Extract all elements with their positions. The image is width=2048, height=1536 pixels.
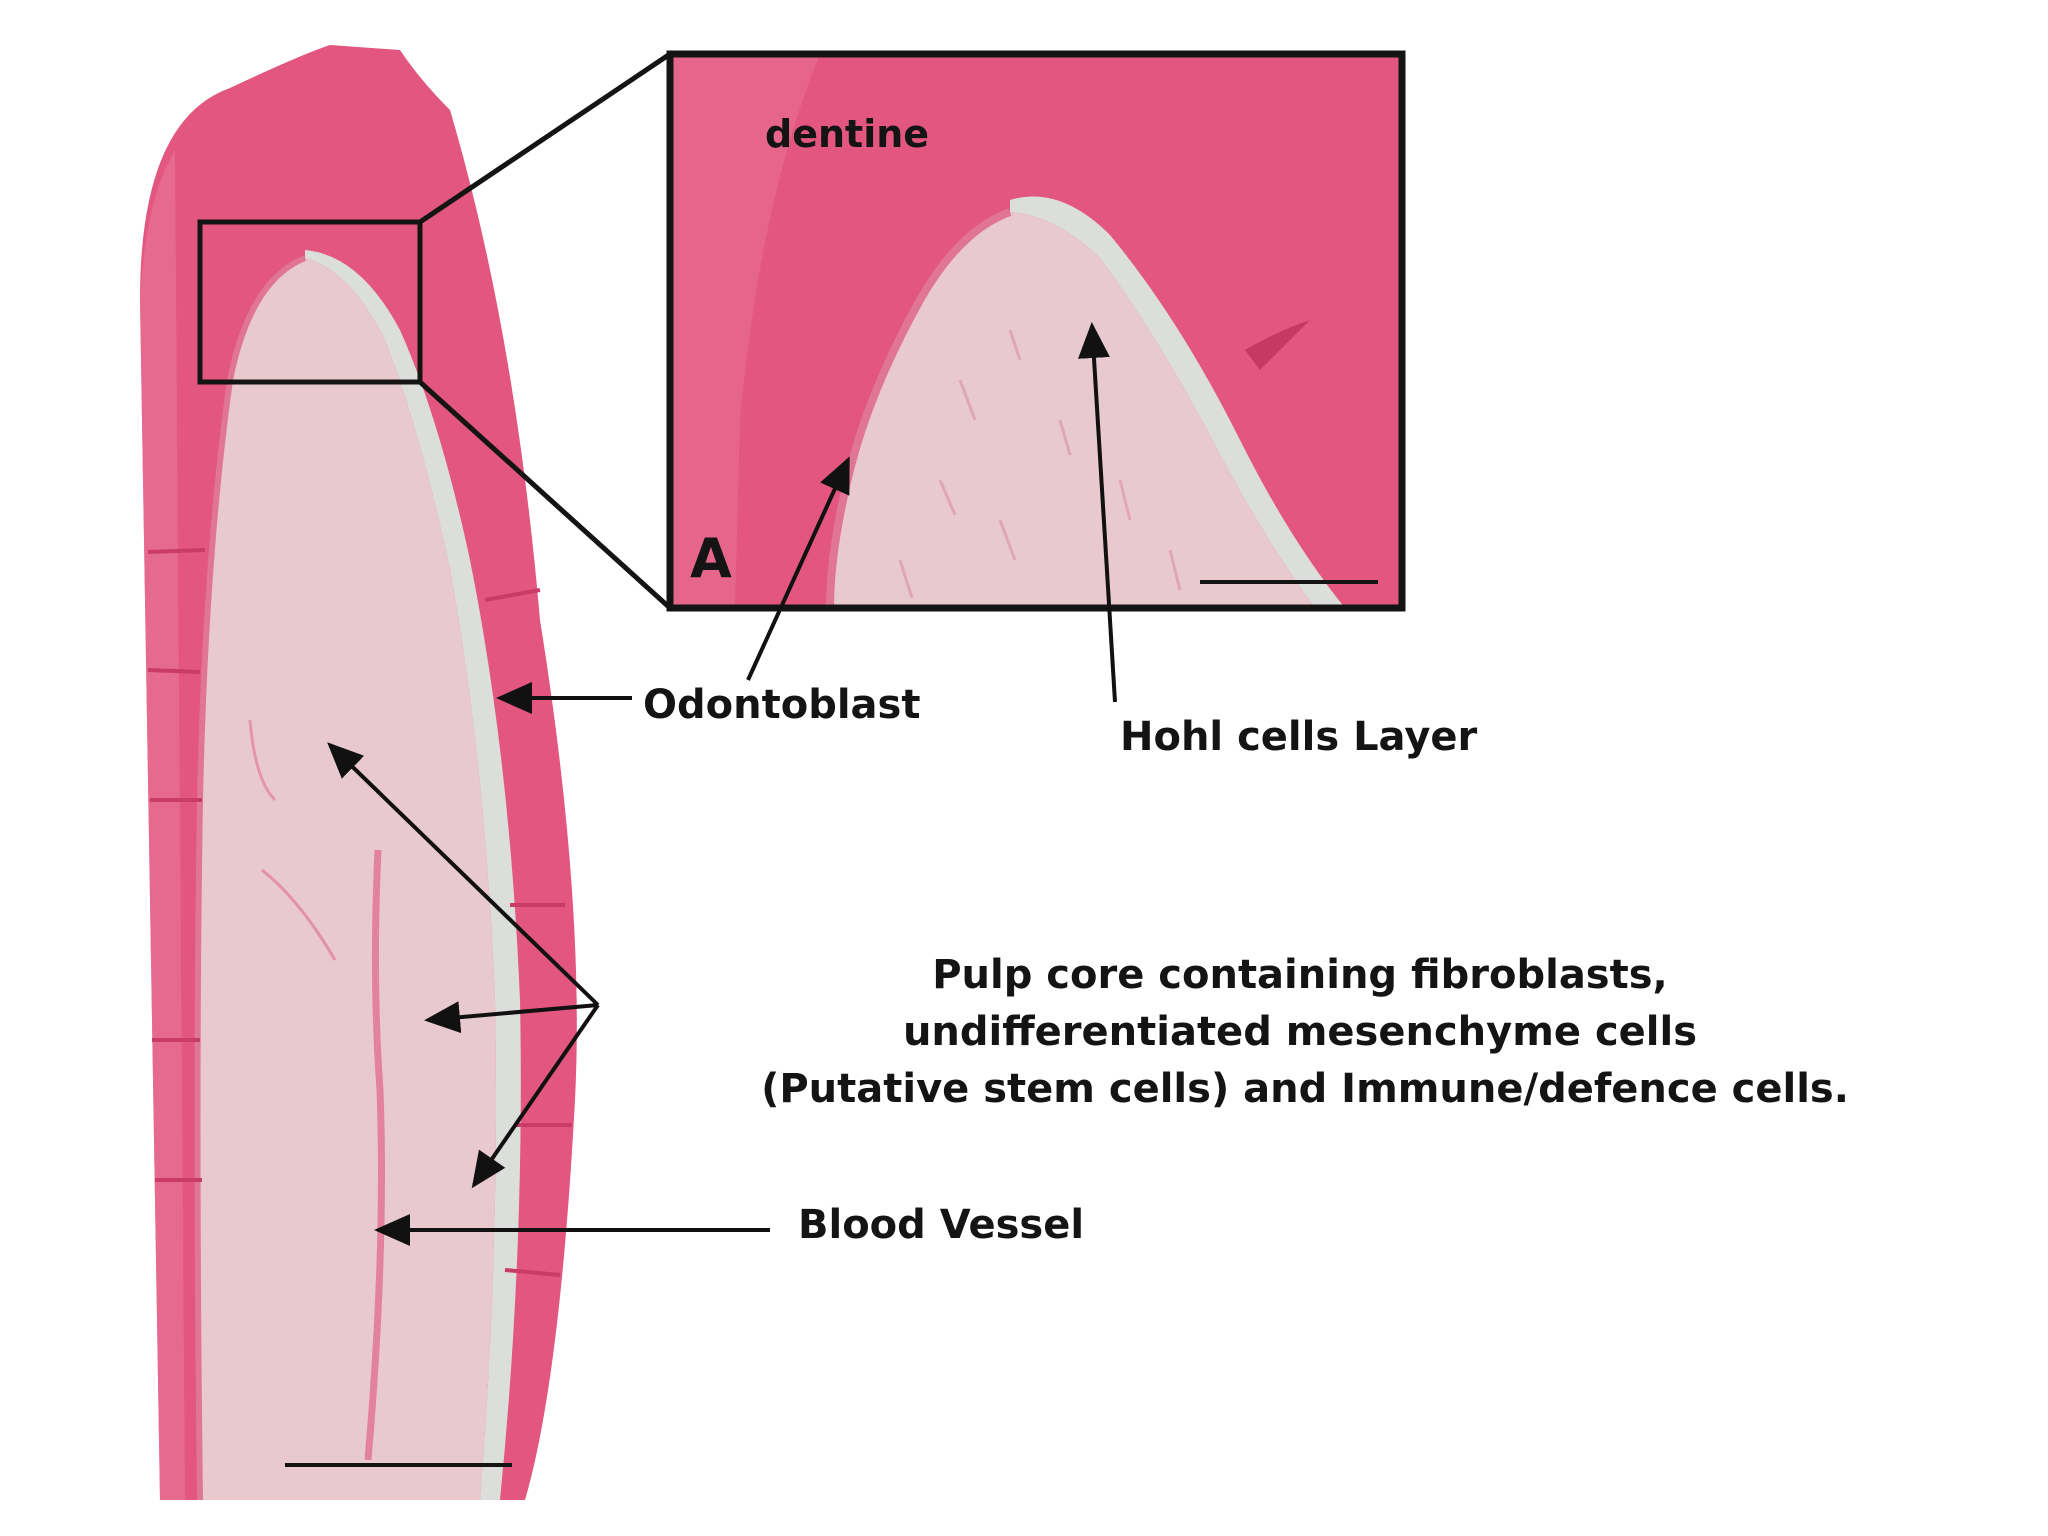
pulp-core	[197, 258, 496, 1500]
pulp-caption-line-3: (Putative stem cells) and Immune/defence…	[761, 1066, 1849, 1112]
blood-vessel-branch	[261, 868, 337, 961]
arrow-pulp-1	[327, 742, 600, 1007]
pulp-caption: Pulp core containing fibroblasts, undiff…	[761, 952, 1849, 1112]
inset-odontoblast-rim	[826, 208, 1012, 608]
blood-vessel-label: Blood Vessel	[798, 1202, 1084, 1248]
zoom-connector-top	[418, 51, 672, 225]
inset-dentine-light	[670, 54, 820, 608]
blood-vessel-streak	[364, 849, 385, 1461]
arrow-pulp-3	[471, 1003, 600, 1189]
blood-vessel-branch-2	[248, 719, 277, 802]
dentine-marks	[147, 548, 572, 1277]
inset-cell-texture	[898, 329, 1182, 599]
odontoblast-rim	[194, 255, 307, 1501]
arrow-odontoblast-inset	[746, 456, 850, 681]
pulp-caption-line-1: Pulp core containing fibroblasts,	[932, 952, 1668, 998]
predentine-layer	[305, 250, 521, 1500]
zoom-box	[197, 219, 423, 385]
odontoblast-label: Odontoblast	[643, 682, 920, 728]
inset-crack	[1245, 320, 1310, 370]
pulp-caption-line-2: undifferentiated mesenchyme cells	[903, 1009, 1697, 1055]
arrow-pulp-2	[424, 1001, 599, 1034]
dentine-edge-band	[140, 150, 185, 1500]
annotation-arrows	[327, 322, 1117, 1246]
hohl-label: Hohl cells Layer	[1120, 714, 1478, 760]
dentine-label: dentine	[765, 112, 929, 156]
inset-letter: A	[690, 527, 732, 590]
zoom-connector-bottom	[418, 380, 672, 610]
inset-panel	[670, 54, 1402, 608]
arrow-hohl	[1077, 322, 1117, 703]
inset-frame	[666, 50, 1406, 612]
inset-predentine	[1010, 196, 1345, 608]
